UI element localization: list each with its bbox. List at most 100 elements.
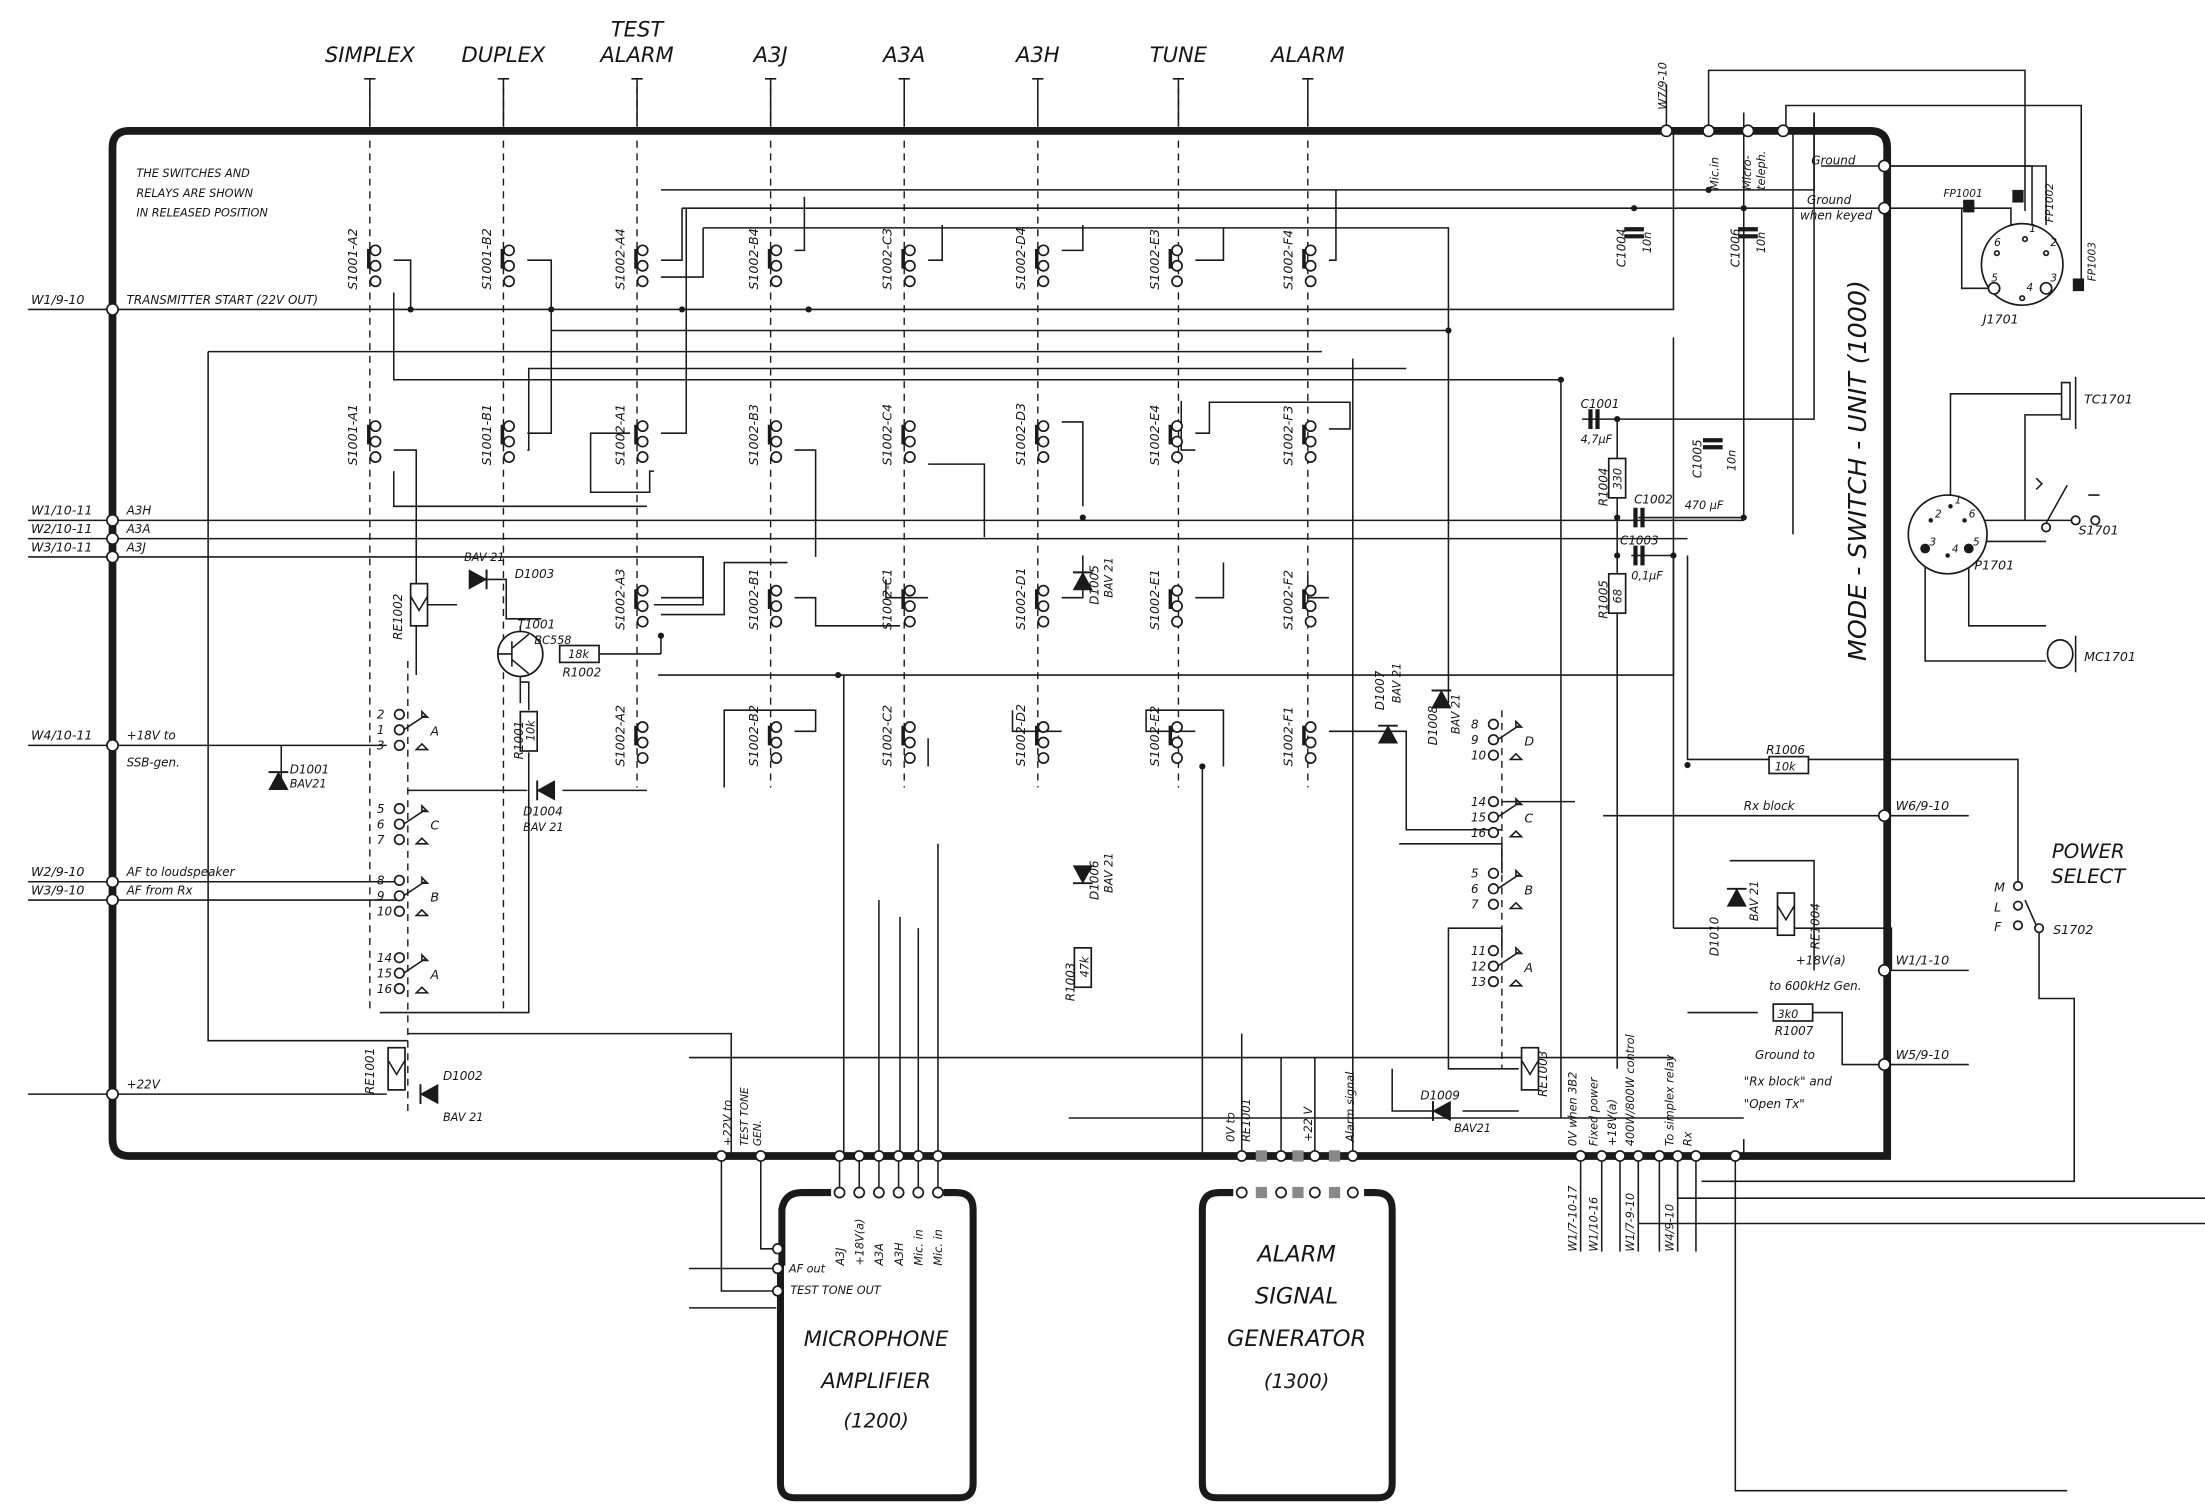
pin-label: RE1001 [1240, 1098, 1253, 1142]
relay-contact [393, 739, 406, 751]
switch-contact [1304, 615, 1317, 628]
switch-contact [636, 736, 649, 749]
pin-number: 6 [1994, 237, 2001, 249]
relay-coil [409, 582, 429, 627]
column-header: A3H [1014, 42, 1060, 67]
component-ref: D1006 [1087, 860, 1101, 900]
supply-label: TEST TONE [739, 1087, 751, 1146]
switch-contact [369, 244, 382, 257]
box-title: SIGNAL [1255, 1284, 1338, 1310]
relay-blade [403, 709, 430, 751]
switch-contact [369, 259, 382, 272]
relay-blade [1497, 719, 1524, 761]
switch-blade [1035, 589, 1039, 609]
resistor-body [1772, 1003, 1814, 1022]
power-select-title: SELECT [2051, 865, 2127, 888]
component-ref: T1001 [518, 618, 556, 632]
contact-number: 12 [1471, 959, 1486, 973]
contact-group-letter: A [429, 724, 439, 739]
switch-contact [1037, 259, 1050, 272]
wire [703, 227, 1450, 704]
bottom-pin [912, 1186, 925, 1199]
bottom-pin [715, 1150, 728, 1162]
junction-dot [1740, 205, 1747, 212]
wire [407, 1032, 733, 1156]
contact-number: 9 [1471, 733, 1479, 747]
filter-ref: FP1002 [2044, 183, 2056, 223]
relay-coil-mark [1520, 1059, 1540, 1076]
component-value: 10n [1725, 450, 1738, 471]
switch-contact [1304, 584, 1317, 597]
alarm-generator-box [1198, 1189, 1396, 1502]
switch-blade [634, 424, 638, 445]
relay-contact [1487, 826, 1500, 839]
diode-symbol [468, 569, 488, 590]
connector-pin [2043, 250, 2050, 257]
terminal-id: W7/9-10 [1656, 62, 1669, 110]
bottom-pin [932, 1186, 944, 1199]
pin-number: 2 [2050, 237, 2057, 249]
wire [393, 259, 412, 310]
relay-contact [393, 874, 406, 886]
switch-contact [903, 451, 916, 463]
capacitor-symbol [1633, 507, 1645, 528]
wire [393, 449, 418, 676]
terminal [1776, 124, 1790, 138]
connector-pin [1987, 281, 2001, 295]
switch-label: S1002-E4 [1147, 405, 1162, 466]
bottom-pin [1308, 1186, 1321, 1199]
box-title: GENERATOR [1227, 1326, 1366, 1352]
contact-group-letter: C [430, 818, 439, 833]
resistor-body [558, 644, 600, 664]
bottom-pin [1275, 1186, 1288, 1199]
switch-blade [1302, 589, 1306, 609]
switch-contact [369, 275, 382, 288]
terminal-label: "Open Tx" [1744, 1097, 1805, 1111]
switch-contact [903, 259, 916, 272]
switch-contact [1037, 275, 1050, 288]
terminal-id: W2/9-10 [31, 864, 85, 879]
switch-contact [369, 435, 382, 448]
switch-contact [1171, 435, 1183, 448]
wire-label: W1/7-10-17 [1566, 1185, 1579, 1252]
relay-contact [1487, 975, 1500, 988]
component-ref: C1003 [1620, 533, 1659, 547]
pin [772, 1262, 784, 1275]
contact-number: 14 [377, 951, 392, 965]
relay-contact [1487, 867, 1500, 879]
bottom-pin [1574, 1150, 1587, 1162]
wire [1195, 562, 1225, 599]
switch-label: S1002-B1 [746, 569, 761, 630]
switch-contact [1171, 752, 1183, 764]
switch-label: S1002-A4 [612, 228, 627, 289]
connector-pin [1948, 504, 1953, 509]
wire [1665, 69, 2083, 535]
column-header: ALARM [598, 42, 673, 67]
relay-coil [1776, 892, 1796, 937]
wire [928, 225, 943, 261]
wire [660, 208, 688, 434]
switch-contact [1037, 435, 1050, 448]
relay-contact [393, 833, 406, 846]
output-label: AF out [788, 1263, 826, 1276]
wire [1145, 709, 1225, 767]
switch-contact [903, 435, 916, 448]
relay-contact [1487, 811, 1500, 823]
contact-number: 15 [1471, 810, 1486, 824]
unit-title: MODE - SWITCH - UNIT (1000) [1843, 280, 1872, 661]
switch-label: S1001-B2 [479, 228, 494, 289]
switch-contact [770, 451, 783, 463]
component-ref: R1006 [1766, 743, 1805, 757]
junction-dot [1740, 514, 1747, 521]
switch-blade [901, 725, 905, 746]
junction-dot [1705, 186, 1712, 193]
component-ref: RE1001 [363, 1048, 377, 1094]
component-ref: RE1004 [1809, 903, 1823, 949]
bottom-pin [932, 1150, 944, 1162]
switch-contact [636, 275, 649, 288]
component-ref: MC1701 [2084, 649, 2136, 664]
switch-blade [500, 424, 505, 445]
junction-dot [1079, 514, 1086, 521]
switch-blade [767, 725, 772, 746]
wire [589, 432, 654, 494]
